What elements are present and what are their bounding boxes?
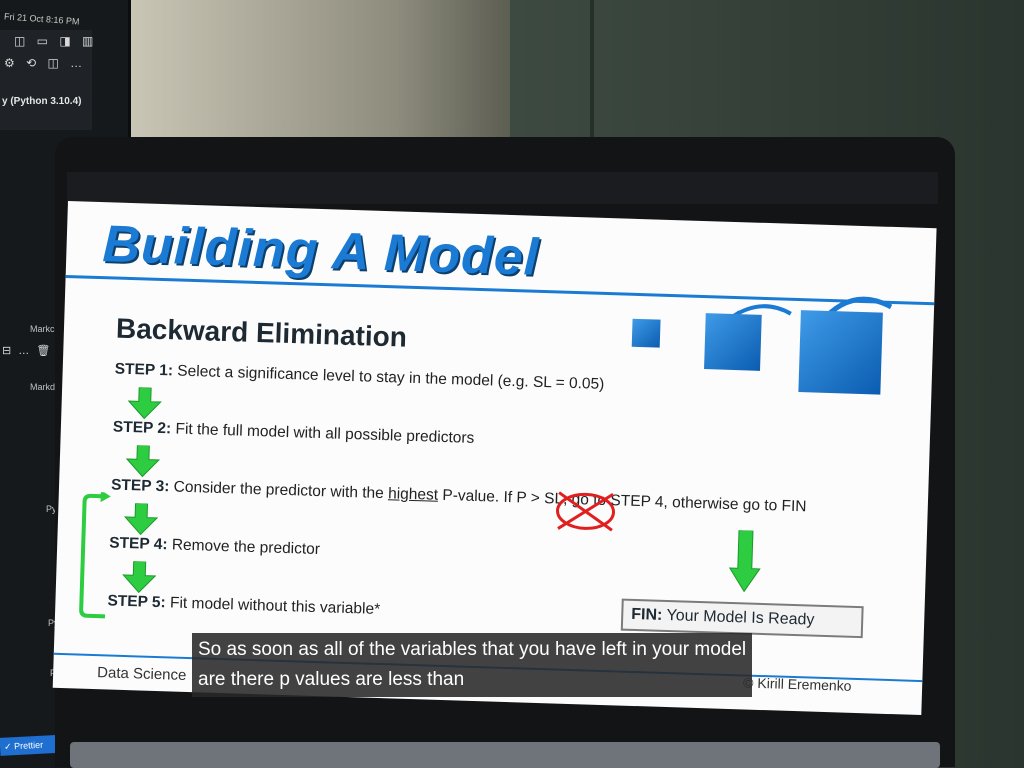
green-down-arrow-icon — [123, 502, 159, 536]
footer-copyright: © Kirill Eremenko — [742, 674, 852, 694]
loop-back-arrow-icon — [79, 491, 111, 619]
step-3-label: STEP 3: — [110, 476, 170, 496]
caption-line-1: So as soon as all of the variables that … — [198, 639, 747, 660]
layout-icons[interactable]: ◫ ▭ ◨ ▥ — [14, 34, 98, 48]
side-label-markdown-1[interactable]: Markc — [30, 324, 55, 334]
fin-text: Your Model Is Ready — [666, 607, 815, 629]
step-2: STEP 2: Fit the full model with all poss… — [113, 419, 475, 448]
background-wall — [130, 0, 510, 150]
step-4: STEP 4: Remove the predictor — [109, 534, 320, 559]
step-2-text: Fit the full model with all possible pre… — [175, 420, 475, 447]
step-2-label: STEP 2: — [112, 418, 172, 438]
editor-clock: Fri 21 Oct 8:16 PM — [3, 11, 80, 27]
step-5-label: STEP 5: — [107, 592, 166, 612]
laptop-base — [70, 742, 940, 768]
background-door-edge — [590, 0, 594, 170]
fin-down-arrow-icon — [728, 529, 761, 593]
small-square-icon — [631, 318, 661, 348]
slide-title: Building A Model — [101, 215, 541, 287]
cross-out-icon — [556, 491, 615, 532]
slide-subtitle: Backward Elimination — [115, 312, 408, 353]
step-3: STEP 3: Consider the predictor with the … — [111, 476, 807, 516]
step-5: STEP 5: Fit model without this variable* — [107, 592, 380, 619]
green-down-arrow-icon — [122, 560, 157, 594]
step-1-text: Select a significance level to stay in t… — [177, 362, 605, 393]
step-3-text-after: P-value. If P > SL, go to STEP 4, otherw… — [442, 486, 807, 516]
step-1-label: STEP 1: — [114, 360, 174, 380]
step-3-highlight: highest — [387, 485, 439, 504]
tool-icons[interactable]: ⚙ ⟲ ◫ … — [4, 56, 87, 70]
step-4-text: Remove the predictor — [171, 536, 321, 559]
large-square-icon — [798, 310, 883, 395]
step-5-text: Fit model without this variable* — [169, 594, 381, 619]
python-interpreter-label[interactable]: y (Python 3.10.4) — [2, 96, 82, 107]
presentation-slide: Building A Model Backward Elimination ST… — [52, 201, 937, 716]
medium-square-icon — [704, 313, 762, 371]
laptop-bezel — [67, 172, 938, 204]
step-1: STEP 1: Select a significance level to s… — [114, 361, 604, 394]
cell-toolbar-icons[interactable]: ⊟ … 🗑 — [2, 345, 53, 357]
editor-panel — [0, 30, 92, 130]
side-label-python-1[interactable]: Pyt — [46, 504, 60, 514]
green-down-arrow-icon — [127, 386, 162, 420]
fin-label: FIN: — [631, 605, 663, 624]
footer-left-text: Data Science — [96, 664, 187, 684]
green-down-arrow-icon — [125, 444, 161, 478]
side-label-markdown-2[interactable]: Markd — [30, 382, 56, 392]
step-3-text-before: Consider the predictor with the — [173, 478, 385, 503]
video-caption: So as soon as all of the variables that … — [192, 633, 753, 697]
step-4-label: STEP 4: — [109, 534, 168, 554]
caption-line-2: are there p values are less than — [198, 669, 465, 690]
